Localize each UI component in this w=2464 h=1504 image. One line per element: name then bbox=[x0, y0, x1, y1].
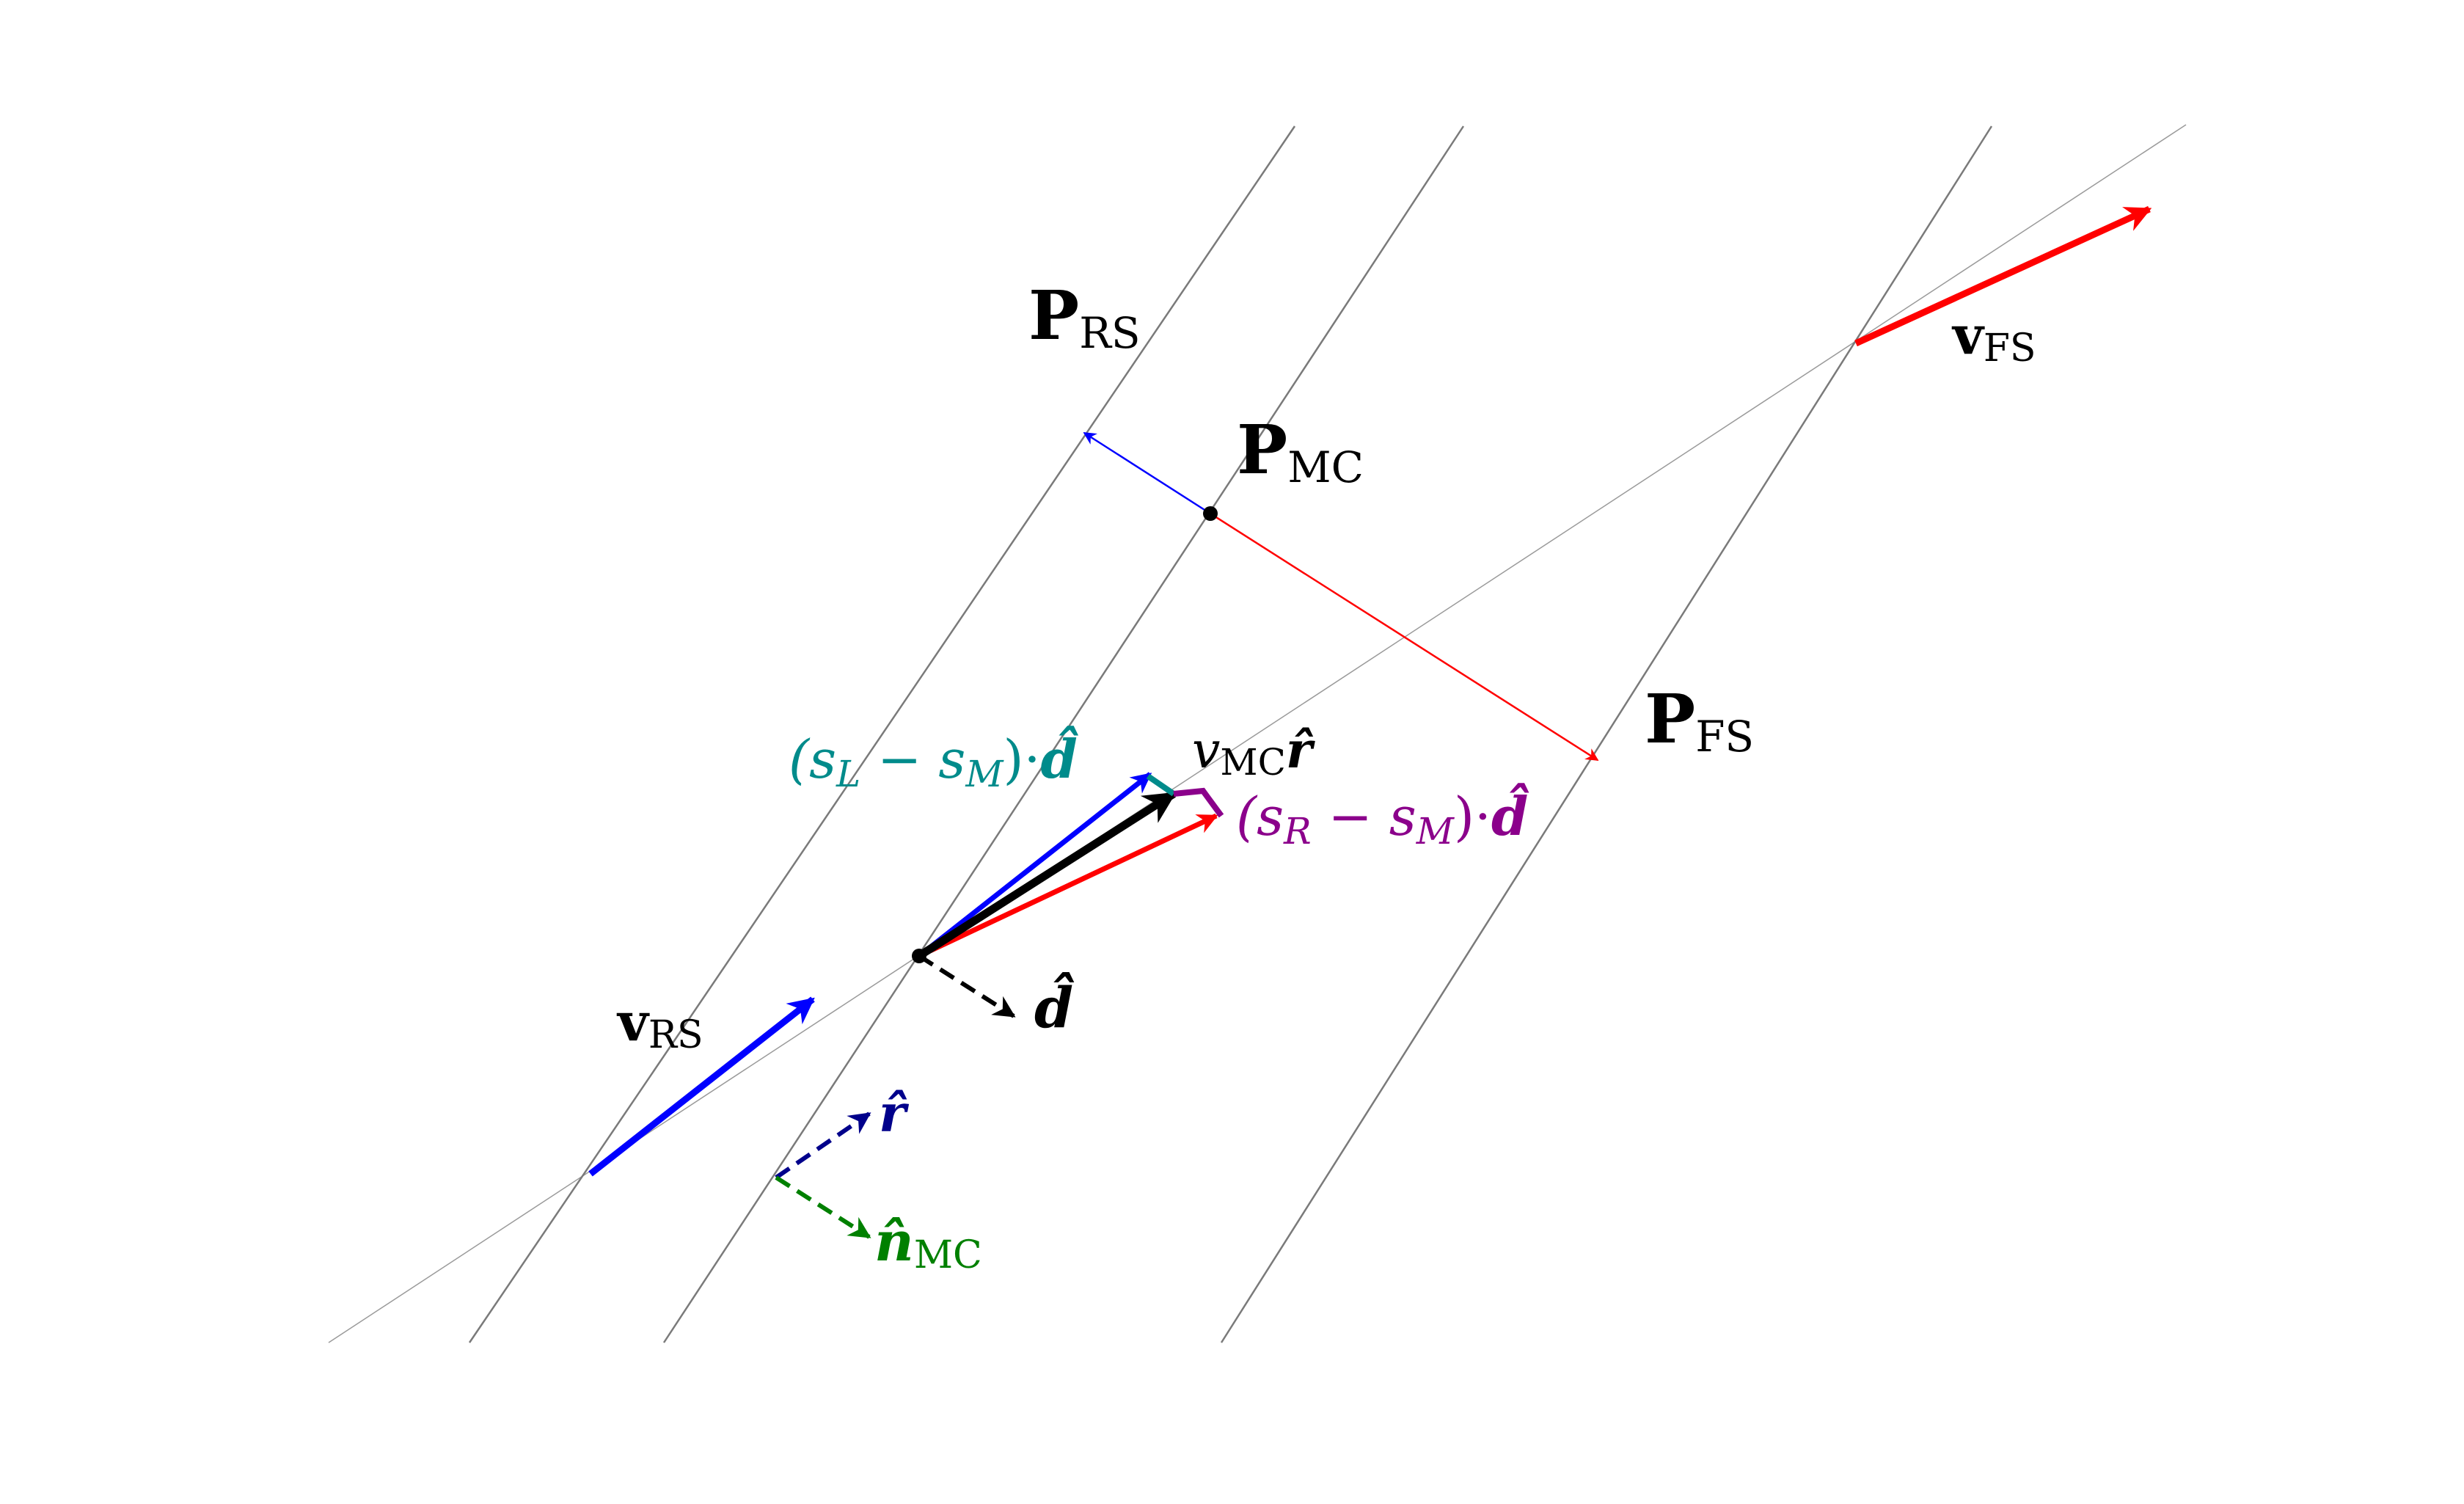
arrow-mc-to-fs bbox=[1210, 512, 1599, 762]
unit-vector-r bbox=[775, 1111, 871, 1180]
interface-line-mc bbox=[662, 125, 1465, 1343]
unit-vector-d bbox=[918, 954, 1016, 1018]
unit-vector-n-mc bbox=[775, 1175, 871, 1239]
vector-red-sum bbox=[918, 813, 1218, 959]
point-mc bbox=[1203, 506, 1218, 521]
vector-right-term bbox=[1173, 787, 1224, 818]
label-v-fs: vFS bbox=[1951, 304, 2036, 370]
interface-line-rs bbox=[468, 125, 1296, 1343]
vector-v-fs bbox=[1854, 205, 2152, 347]
label-n-mc: n̂MC bbox=[874, 1211, 982, 1277]
origin-point bbox=[912, 949, 926, 963]
label-left-term: (sL − sM)·d̂ bbox=[789, 725, 1078, 795]
label-v-mc-r: vMCr̂ bbox=[1192, 721, 1315, 784]
label-p-mc: PMC bbox=[1237, 410, 1364, 492]
vector-left-term bbox=[1146, 773, 1176, 797]
label-right-term: (sR − sM)·d̂ bbox=[1236, 782, 1529, 853]
vector-blue-sum bbox=[917, 772, 1152, 958]
label-d-hat: d̂ bbox=[1034, 972, 1075, 1040]
arrow-mc-to-rs bbox=[1083, 431, 1211, 515]
label-p-fs: PFS bbox=[1645, 679, 1754, 762]
interface-line-fs bbox=[1220, 125, 1993, 1343]
vector-v-mc-r bbox=[917, 790, 1177, 960]
label-p-rs: PRS bbox=[1028, 276, 1141, 358]
vector-v-rs bbox=[588, 996, 815, 1177]
label-v-rs: vRS bbox=[616, 990, 703, 1057]
label-r-hat: r̂ bbox=[879, 1083, 910, 1144]
